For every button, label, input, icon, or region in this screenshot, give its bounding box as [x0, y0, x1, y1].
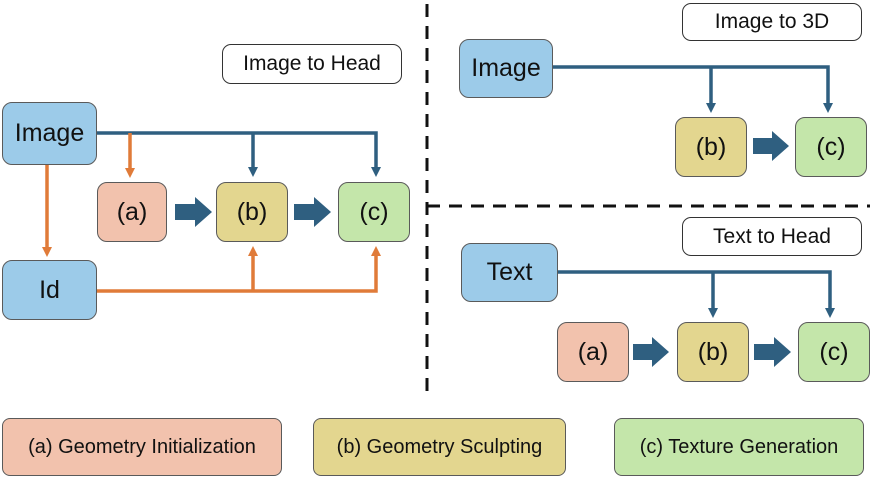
left-a-node: (a): [97, 182, 167, 242]
left-c-node: (c): [338, 182, 410, 242]
bottom-right-panel-title: Text to Head: [682, 217, 862, 256]
br-b-node: (b): [677, 322, 749, 382]
left-arrow-b-to-c: [294, 197, 331, 227]
tr-image-node: Image: [459, 39, 553, 98]
left-image-line: [96, 131, 381, 177]
br-text-line: [558, 270, 835, 318]
tr-image-line: [553, 65, 833, 113]
left-arrow-a-to-b: [175, 197, 212, 227]
tr-c-node: (c): [795, 117, 867, 177]
left-image-node: Image: [2, 102, 97, 165]
br-a-node: (a): [557, 322, 629, 382]
br-c-node: (c): [798, 322, 870, 382]
br-arrow-b-to-c: [754, 337, 791, 367]
tr-b-node: (b): [675, 117, 747, 177]
br-text-node: Text: [461, 243, 558, 302]
legend-geometry-initialization: (a) Geometry Initialization: [2, 418, 282, 476]
top-right-panel-title: Image to 3D: [682, 3, 862, 41]
left-id-node: Id: [2, 260, 97, 320]
legend-texture-generation: (c) Texture Generation: [614, 418, 864, 476]
legend-geometry-sculpting: (b) Geometry Sculpting: [313, 418, 566, 476]
left-b-node: (b): [216, 182, 288, 242]
left-panel-title: Image to Head: [222, 44, 402, 84]
left-id-line: [96, 246, 381, 293]
tr-arrow-b-to-c: [753, 131, 789, 161]
br-arrow-a-to-b: [633, 337, 669, 367]
